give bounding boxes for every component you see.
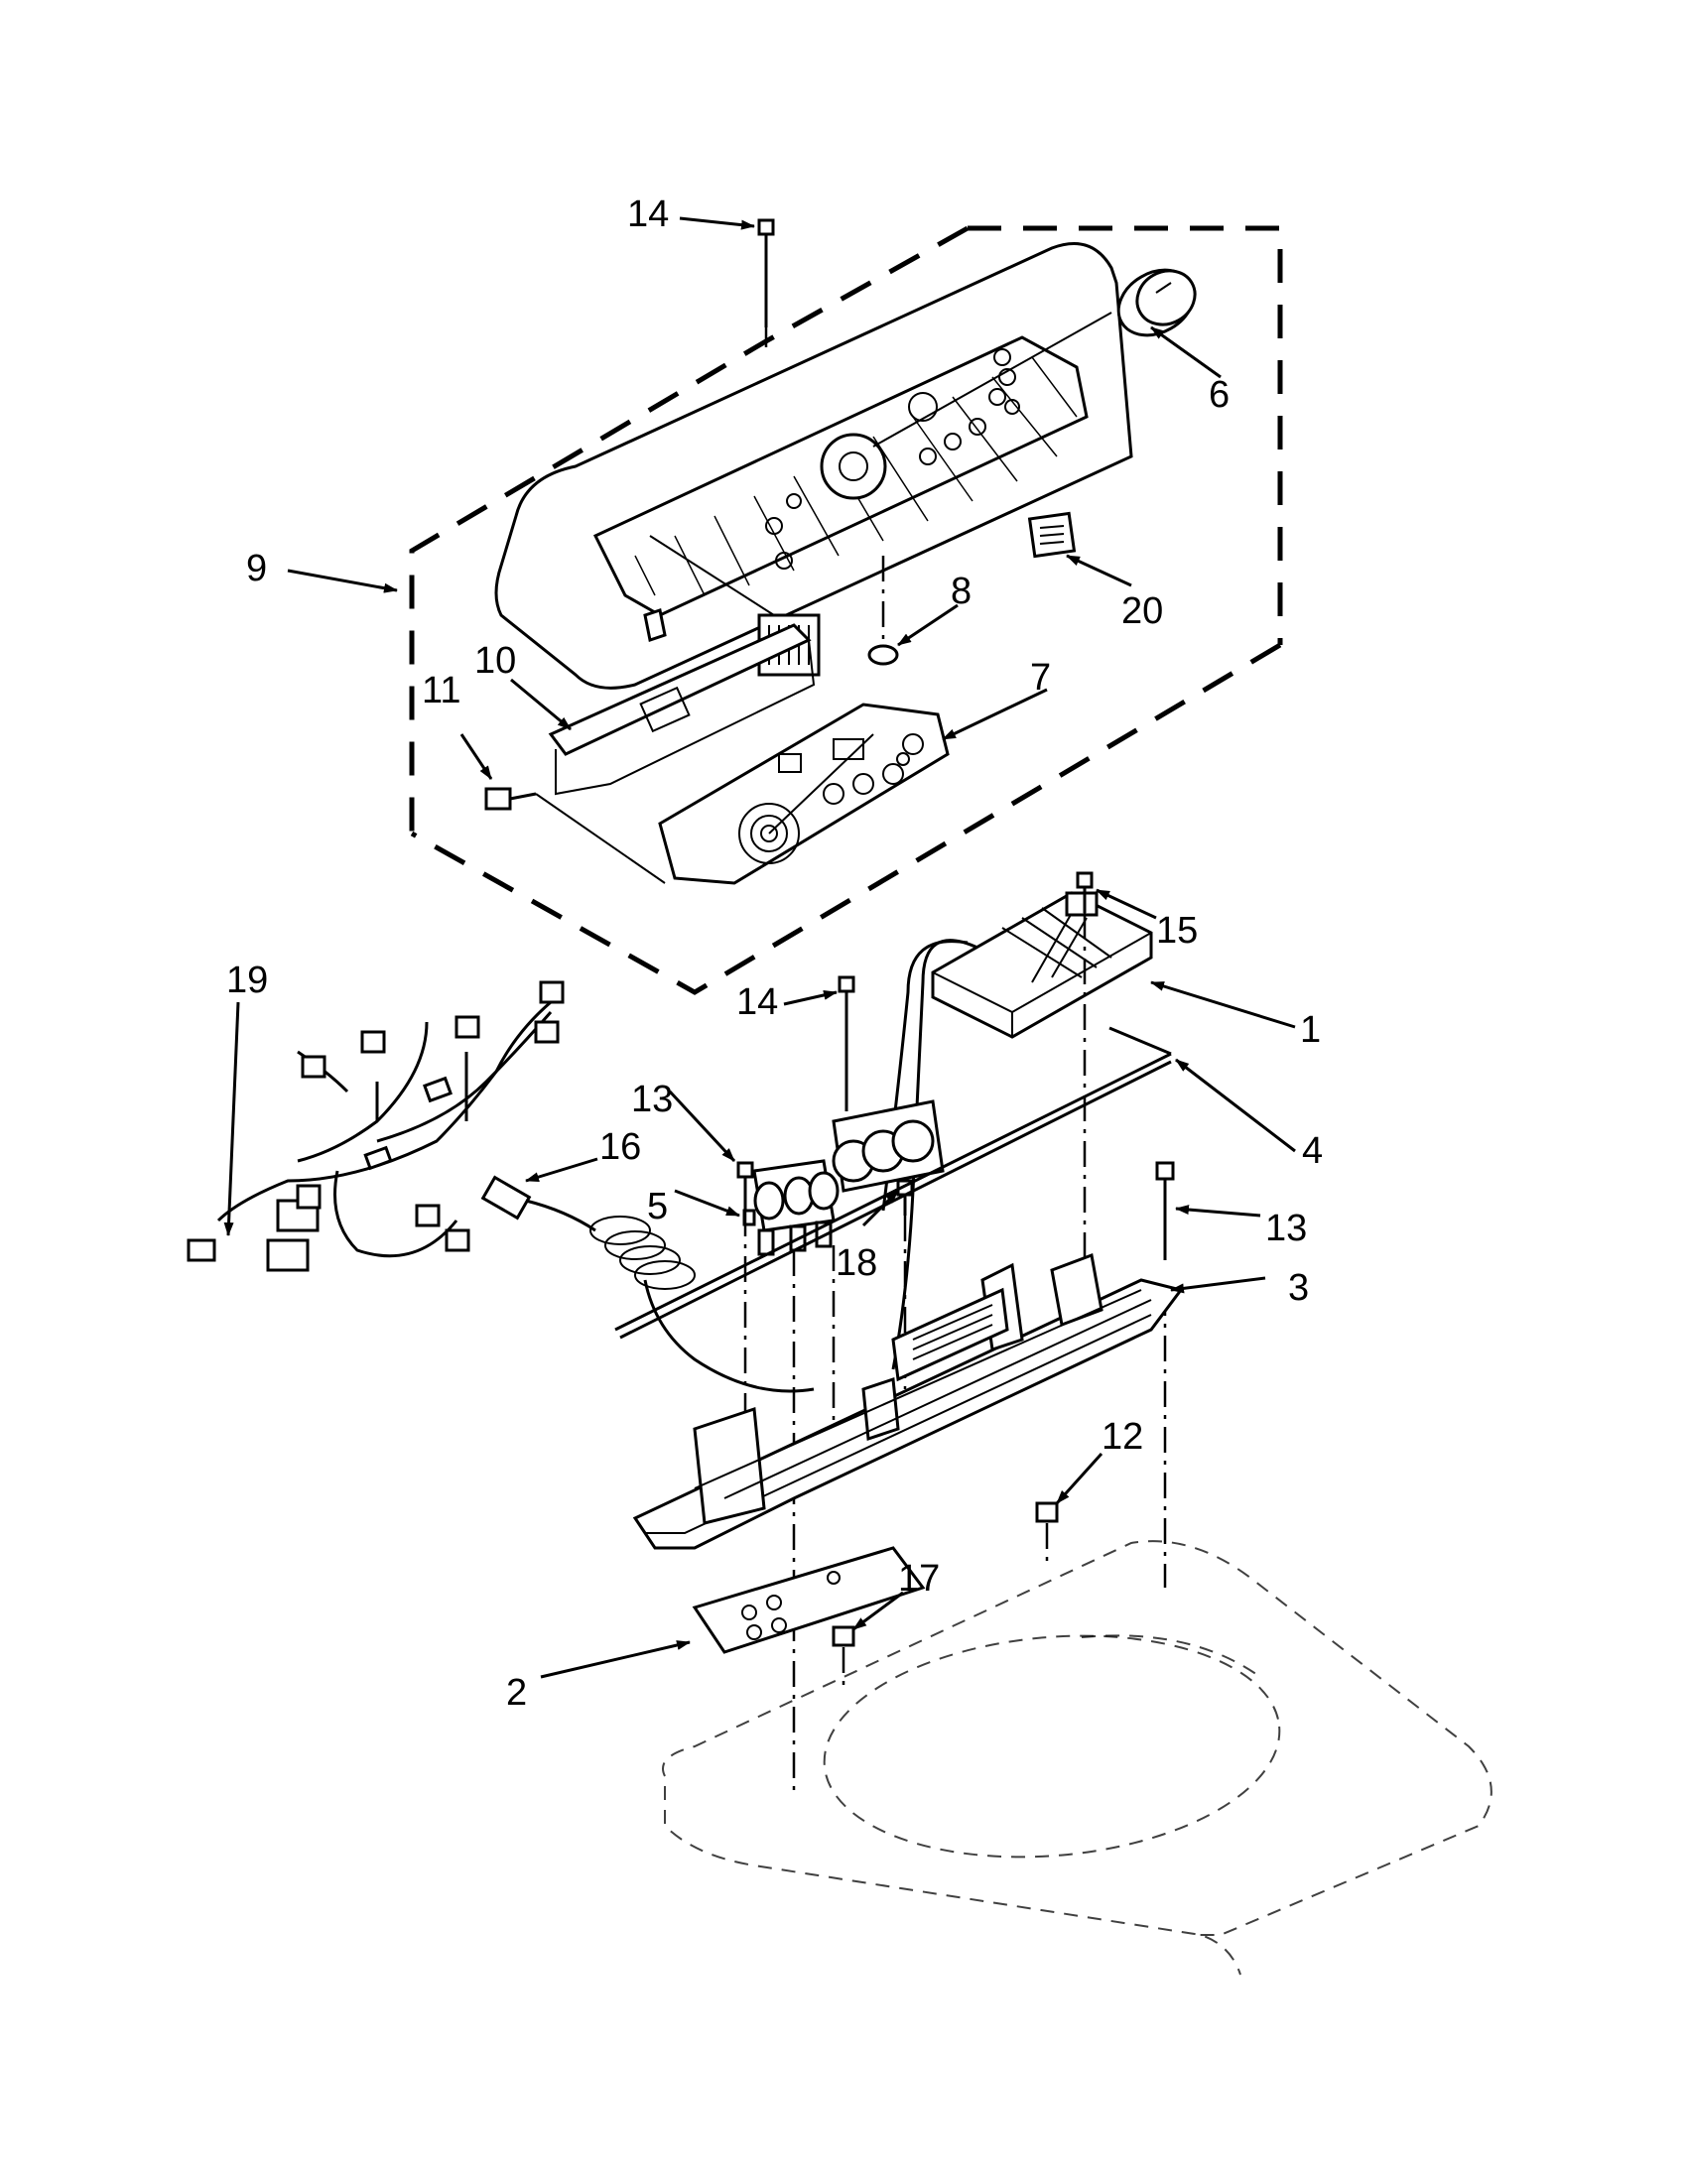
screw-13-valve <box>736 1161 754 1439</box>
callout-16: 16 <box>599 1126 641 1168</box>
callout-13-valve: 13 <box>631 1079 673 1120</box>
washer-ring <box>867 556 899 666</box>
console-panel <box>494 242 1133 690</box>
water-valve <box>742 1099 945 1256</box>
wire-harness <box>187 980 565 1272</box>
clip-12 <box>1035 1501 1059 1568</box>
callout-8: 8 <box>951 571 972 612</box>
callout-19: 19 <box>226 960 268 1001</box>
callout-3: 3 <box>1288 1267 1309 1309</box>
console-base <box>632 1252 1184 1550</box>
callout-17: 17 <box>898 1558 940 1600</box>
callout-2: 2 <box>506 1672 527 1714</box>
leader-lines <box>223 216 1296 1679</box>
callout-14-upper: 14 <box>627 193 669 235</box>
harness-16 <box>480 1175 815 1393</box>
callout-5: 5 <box>647 1186 668 1227</box>
screw-14-lower <box>838 975 855 1111</box>
console-assembly-boundary <box>409 225 1283 995</box>
callout-15: 15 <box>1156 910 1198 952</box>
callout-12: 12 <box>1102 1416 1143 1458</box>
cover-plate <box>692 1546 926 1654</box>
callout-1: 1 <box>1300 1009 1321 1051</box>
screw-15 <box>1076 871 1094 1310</box>
base-rib-pattern <box>912 1304 993 1360</box>
callout-10: 10 <box>474 640 516 682</box>
callout-labels: 14 6 9 8 20 10 7 11 15 19 14 1 13 16 4 5… <box>226 193 1323 1714</box>
screw-11 <box>484 787 666 884</box>
callout-14-lower: 14 <box>736 981 778 1023</box>
logo-badge <box>1027 511 1077 559</box>
callout-18: 18 <box>836 1242 877 1284</box>
callout-20: 20 <box>1121 590 1163 632</box>
cabinet-top-outline <box>662 1540 1492 1976</box>
control-board <box>658 703 950 885</box>
callout-13-right: 13 <box>1265 1208 1307 1249</box>
callout-6: 6 <box>1209 374 1230 416</box>
knob <box>1116 268 1197 337</box>
callout-7: 7 <box>1030 657 1051 699</box>
callout-9: 9 <box>246 548 267 589</box>
mounting-bracket <box>548 623 816 796</box>
clip-17 <box>832 1625 855 1687</box>
callout-11: 11 <box>422 670 460 711</box>
screw-13-right <box>1155 1161 1175 1588</box>
callout-4: 4 <box>1302 1130 1323 1172</box>
screw-14-upper <box>757 218 775 347</box>
